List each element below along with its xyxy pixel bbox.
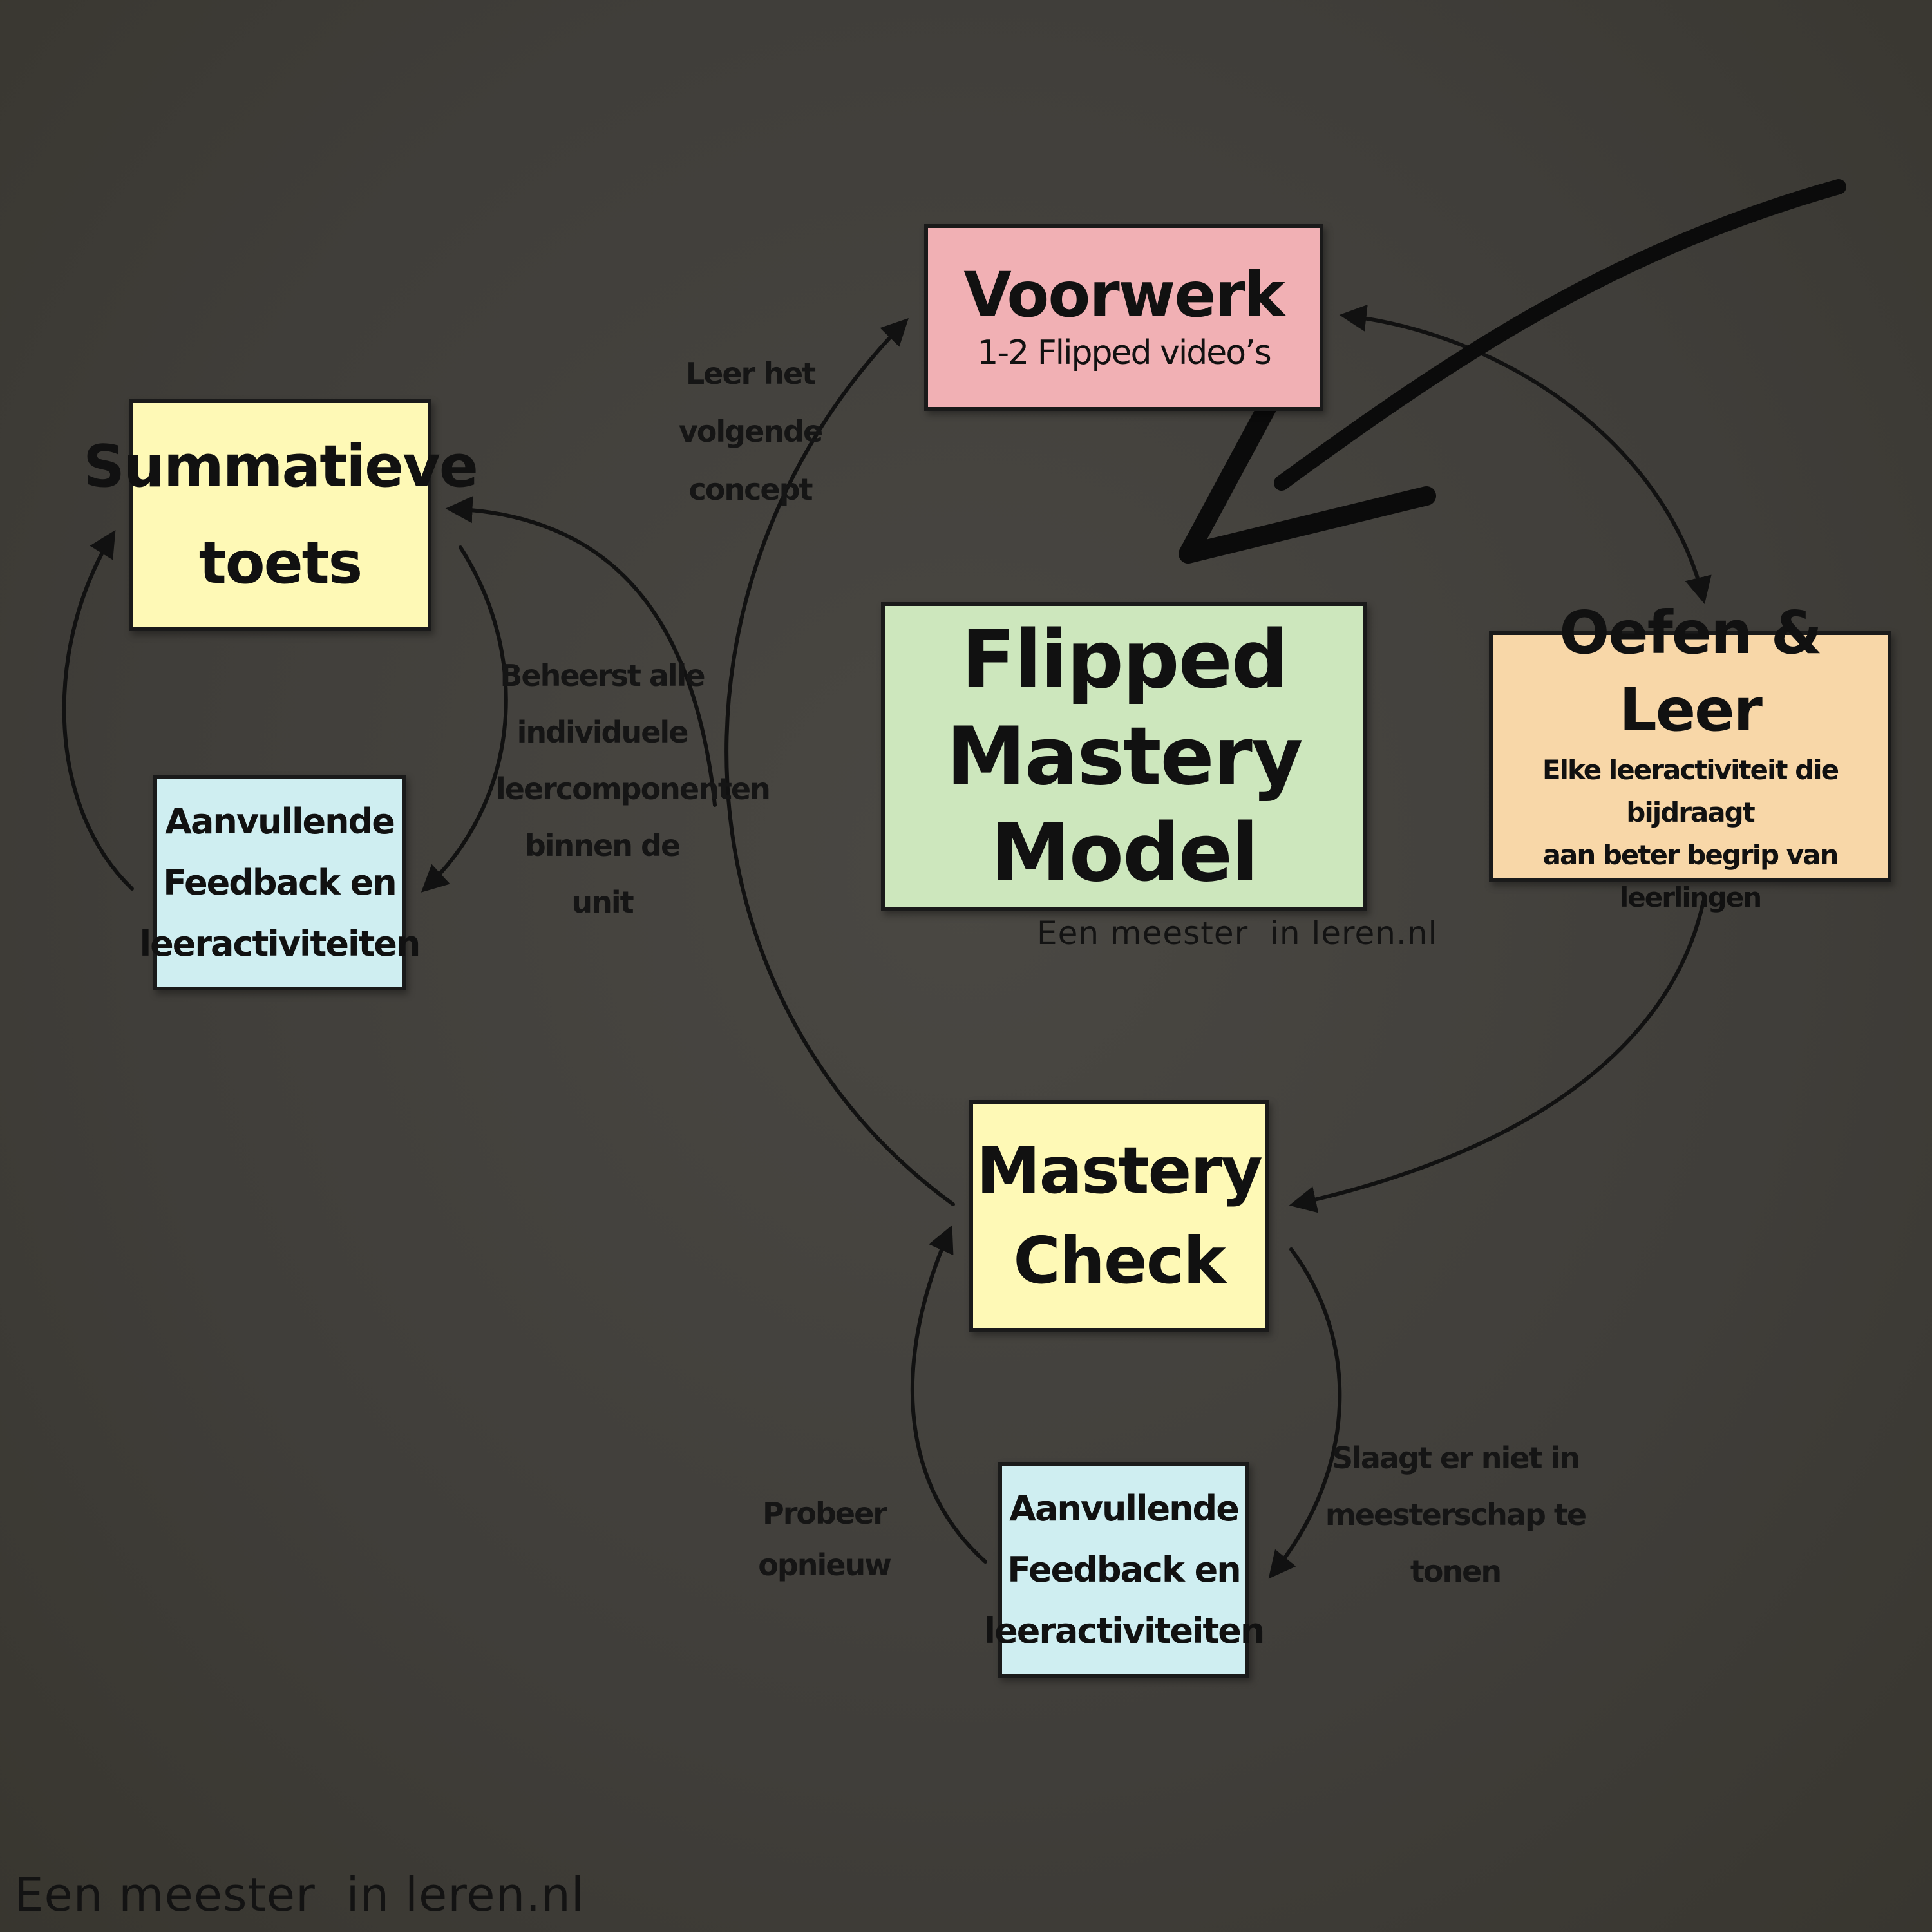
label-slaagt-line2: meesterschap te tonen [1325, 1497, 1587, 1589]
summatieve-line1: Summatieve [83, 433, 478, 500]
feedback-bottom-line1: Aanvullende [1009, 1488, 1240, 1529]
label-slaagt-line1: Slaagt er niet in [1331, 1441, 1580, 1475]
label-leer-line1: Leer het volgende [678, 356, 823, 449]
label-beheerst-line3: leercomponenten [496, 772, 771, 806]
oefen-title: Oefen & Leer [1559, 598, 1823, 744]
arrow-voorwerk-oefen [1339, 304, 1712, 605]
label-leer-volgende-concept: Leer het volgende concept [625, 345, 876, 518]
label-leer-line2: concept [688, 472, 813, 507]
voorwerk-subtitle: 1-2 Flipped video’s [977, 334, 1271, 372]
feedback-bottom-card: Aanvullende Feedback en leeractiviteiten [984, 1462, 1265, 1678]
feedback-left-line2: Feedback en [163, 862, 397, 903]
label-beheerst: Beheerst alle individuele leercomponente… [496, 647, 771, 931]
summatieve-line2: toets [198, 529, 363, 597]
arrow-oefen-mastery [1289, 900, 1705, 1213]
oefen-line2: aan beter begrip van leerlingen [1542, 839, 1839, 913]
center-watermark: Een meester in leren.nl [1037, 914, 1438, 952]
feedback-left-card: Aanvullende Feedback en leeractiviteiten [140, 775, 421, 990]
summatieve-card: Summatieve toets [83, 399, 478, 631]
pointer-arrow-icon [1179, 179, 1846, 564]
feedback-left-line1: Aanvullende [165, 801, 395, 842]
center-title-line2: Model [990, 807, 1259, 900]
oefen-line1: Elke leeractiviteit die bijdraagt [1542, 754, 1839, 828]
label-beheerst-line1: Beheerst alle [500, 658, 705, 693]
feedback-left-line3: leeractiviteiten [139, 923, 421, 964]
feedback-bottom-line3: leeractiviteiten [983, 1611, 1265, 1651]
mastery-line1: Mastery [976, 1133, 1263, 1208]
arrow-summatieve-feedback-left [421, 545, 508, 893]
label-beheerst-line2: individuele [516, 715, 689, 750]
label-slaagt-niet: Slaagt er niet in meesterschap te tonen [1314, 1430, 1597, 1600]
voorwerk-card: Voorwerk 1-2 Flipped video’s [924, 224, 1323, 411]
arrow-beheerst-summatieve [445, 496, 717, 807]
label-beheerst-line4: binnen de unit [524, 828, 681, 920]
arrow-feedback-left-summatieve [62, 529, 134, 891]
oefen-card: Oefen & Leer Elke leeractiviteit die bij… [1489, 598, 1891, 913]
label-probeer-opnieuw: Probeer opnieuw [758, 1496, 892, 1582]
feedback-bottom-line2: Feedback en [1007, 1549, 1241, 1590]
mastery-line2: Check [1013, 1223, 1226, 1298]
arrow-mastery-feedback-bottom [1268, 1247, 1342, 1579]
arrow-mastery-voorwerk [724, 318, 955, 1206]
mastery-check-card: Mastery Check [969, 1100, 1269, 1332]
center-title-line1: Flipped Mastery [946, 614, 1303, 803]
center-card: Flipped Mastery Model [881, 602, 1367, 911]
voorwerk-title: Voorwerk [963, 259, 1285, 331]
corner-watermark: Een meester in leren.nl [14, 1868, 585, 1922]
arrow-feedback-bottom-mastery [910, 1225, 987, 1564]
